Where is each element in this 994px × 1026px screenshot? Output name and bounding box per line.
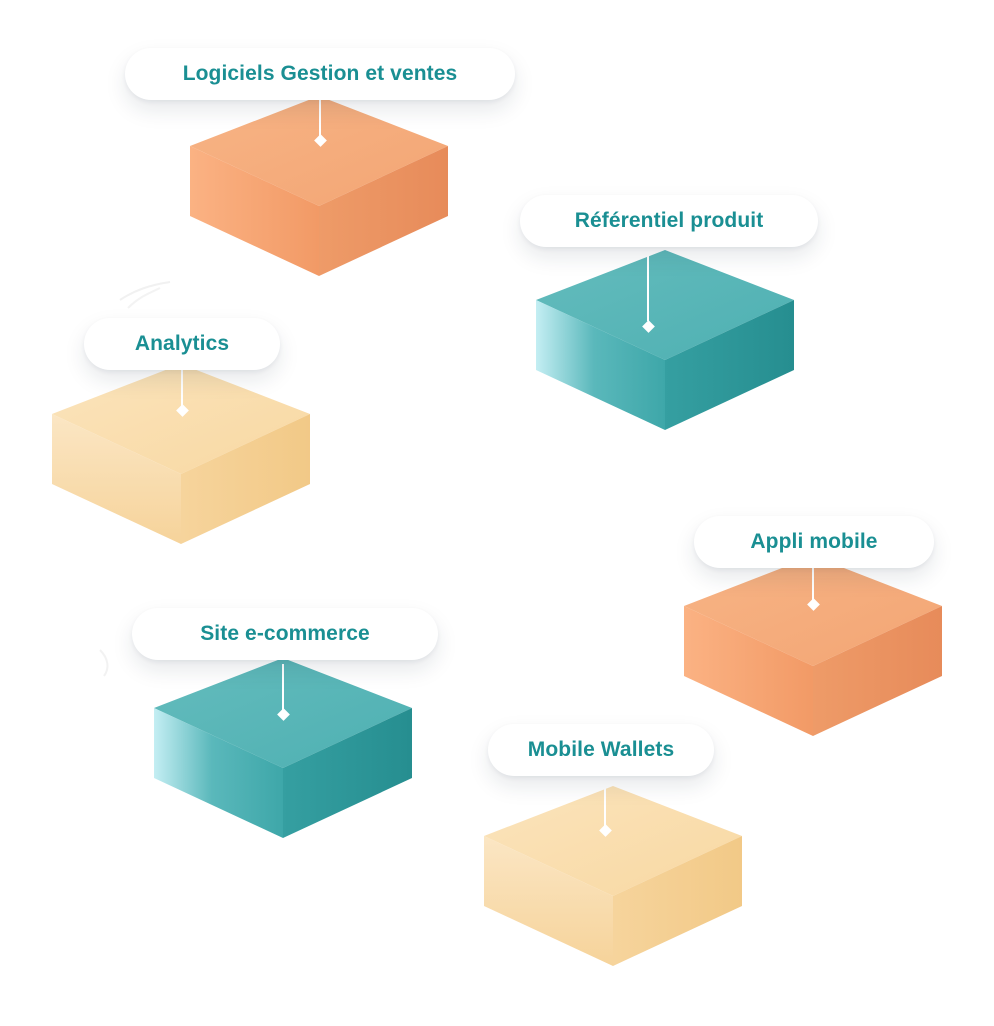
connector-line (282, 664, 284, 710)
node-label: Mobile Wallets (527, 738, 675, 761)
connector-line (319, 100, 321, 138)
node-label: Analytics (134, 332, 230, 355)
connector-line (647, 255, 649, 321)
block-referentiel (536, 250, 794, 430)
label-pill-analytics: Analytics (84, 318, 280, 370)
node-label: Site e-commerce (200, 622, 370, 645)
block-site (154, 658, 412, 838)
node-label: Appli mobile (750, 530, 878, 553)
block-logiciels (190, 96, 448, 276)
block-analytics (52, 364, 310, 544)
connector-line (604, 784, 606, 826)
block-appli (684, 556, 942, 736)
connector-line (812, 568, 814, 602)
node-appli: Appli mobile (684, 516, 944, 756)
label-pill-logiciels: Logiciels Gestion et ventes (125, 48, 515, 100)
label-pill-appli: Appli mobile (694, 516, 934, 568)
node-referentiel: Référentiel produit (520, 195, 836, 435)
label-pill-site: Site e-commerce (132, 608, 438, 660)
node-analytics: Analytics (52, 318, 312, 558)
connector-line (181, 370, 183, 408)
node-logiciels: Logiciels Gestion et ventes (125, 48, 520, 288)
label-pill-wallets: Mobile Wallets (488, 724, 714, 776)
node-label: Référentiel produit (574, 209, 764, 232)
node-label: Logiciels Gestion et ventes (182, 62, 458, 85)
label-pill-referentiel: Référentiel produit (520, 195, 818, 247)
node-wallets: Mobile Wallets (484, 724, 754, 1004)
node-site: Site e-commerce (132, 608, 444, 868)
block-wallets (484, 786, 742, 966)
